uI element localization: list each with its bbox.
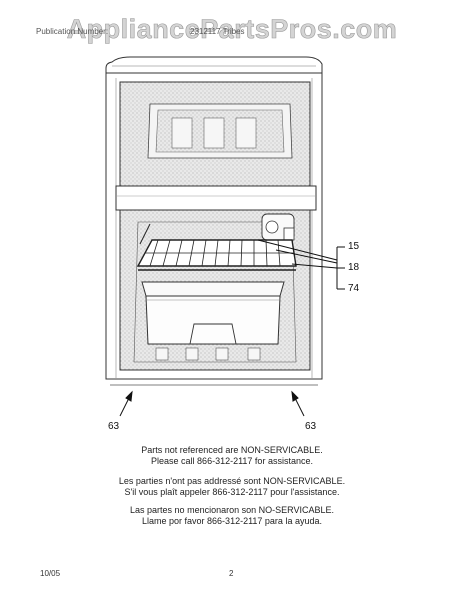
- callout-63-right: 63: [305, 421, 317, 432]
- french-note: Les parties n'ont pas addressé sont NON-…: [0, 476, 464, 498]
- english-note-line-2: Please call 866-312-2117 for assistance.: [151, 456, 313, 466]
- publication-label: Publication Number:: [36, 27, 109, 36]
- english-note: Parts not referenced are NON-SERVICABLE.…: [0, 445, 464, 467]
- callout-74: 74: [348, 283, 360, 294]
- leg-arrows: [119, 390, 305, 417]
- thermostat-housing: [261, 213, 295, 241]
- watermark: AppliancePartsPros.com: [66, 14, 398, 45]
- callout-63-left: 63: [108, 421, 120, 432]
- spanish-note-line-1: Las partes no mencionaron son NO-SERVICA…: [130, 505, 334, 515]
- callout-15: 15: [348, 241, 360, 252]
- callout-18: 18: [348, 262, 360, 273]
- crisper-drawer: [141, 281, 285, 345]
- freezer-compartment: [119, 81, 311, 187]
- french-note-line-1: Les parties n'ont pas addressé sont NON-…: [118, 476, 346, 486]
- cabinet-top: [105, 56, 323, 74]
- callout-leaders: [257, 239, 345, 290]
- page-number: 2: [229, 569, 234, 578]
- spanish-note: Las partes no mencionaron son NO-SERVICA…: [0, 505, 464, 527]
- publication-number: 2312117 Tribes: [190, 27, 245, 36]
- spanish-note-line-2: Llame por favor 866-312-2117 para la ayu…: [142, 516, 322, 526]
- wire-shelf: [136, 223, 297, 271]
- english-note-line-1: Parts not referenced are NON-SERVICABLE.: [141, 445, 323, 455]
- french-note-line-2: S'il vous plaît appeler 866-312-2117 pou…: [124, 487, 340, 497]
- compartment-divider: [115, 185, 317, 211]
- footer-date: 10/05: [40, 569, 61, 578]
